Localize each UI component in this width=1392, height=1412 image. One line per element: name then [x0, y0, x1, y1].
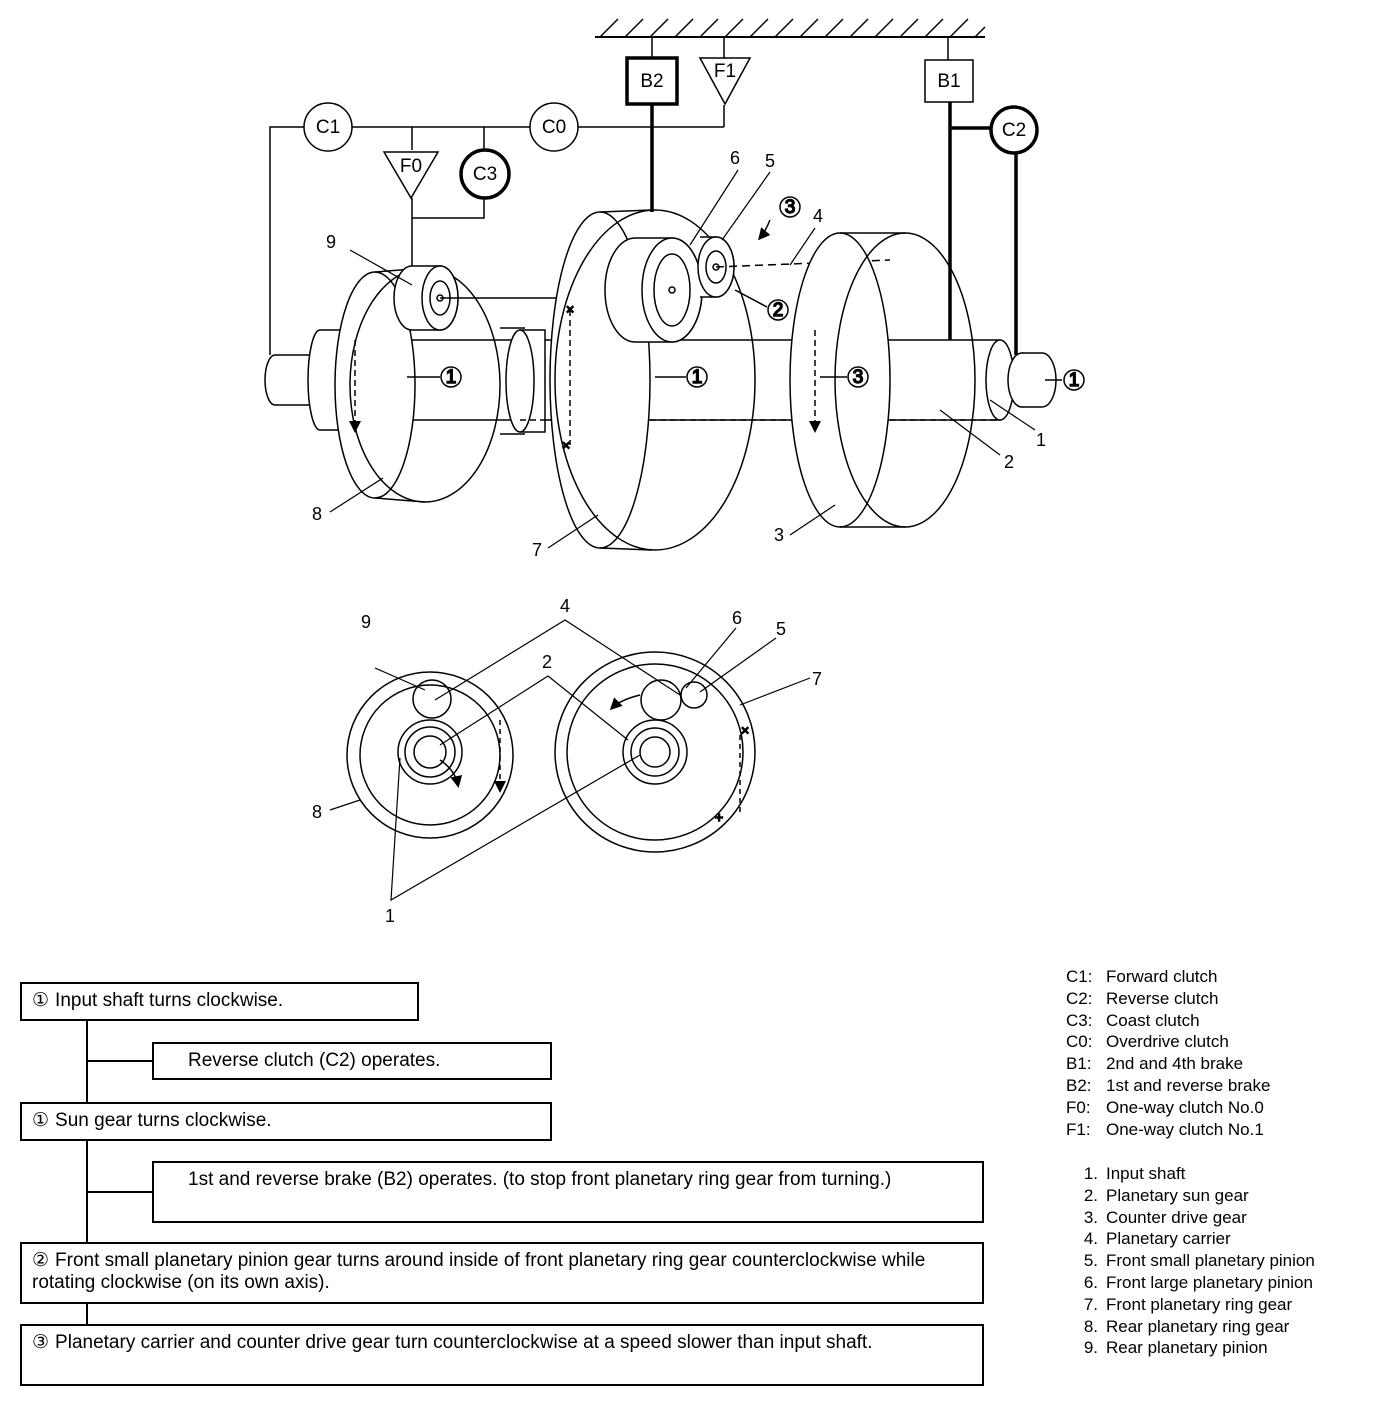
c0-clutch: C0	[529, 102, 579, 152]
legend-row: C1:Forward clutch	[1066, 967, 1218, 986]
flow-branch-1	[86, 1060, 153, 1062]
legend-row: 5.Front small planetary pinion	[1083, 1251, 1315, 1271]
step-text: Input shaft turns clockwise.	[55, 990, 284, 1011]
callout-4-top: 4	[813, 206, 823, 226]
c1-clutch: C1	[303, 102, 353, 152]
callout-1-top: 1	[1036, 430, 1046, 450]
heavy-lines	[650, 98, 1018, 355]
callout-9-top: 9	[326, 232, 336, 252]
svg-text:×: ×	[562, 437, 570, 453]
legend-row: C3:Coast clutch	[1066, 1010, 1200, 1030]
flow-note-brake-b2: 1st and reverse brake (B2) operates. (to…	[152, 1161, 984, 1223]
callout-8-end: 8	[312, 802, 322, 822]
c0-label: C0	[542, 117, 566, 138]
legend-row: C0:Overdrive clutch	[1066, 1032, 1229, 1052]
callouts-top: 9 6 5 4 1 2 3 7 8	[312, 148, 1046, 560]
legend-clutches: C1:Forward clutch C2:Reverse clutch C3:C…	[1066, 966, 1270, 1140]
flow-connector-3	[86, 1302, 88, 1326]
legend-row: B1:2nd and 4th brake	[1066, 1054, 1244, 1074]
svg-text:+: +	[715, 809, 723, 825]
legend-row: F1:One-way clutch No.1	[1066, 1119, 1264, 1139]
legend-row: B2:1st and reverse brake	[1066, 1075, 1271, 1095]
legend-row: C2:Reverse clutch	[1066, 988, 1219, 1008]
f0-one-way-clutch: F0	[382, 151, 440, 200]
callout-6-end: 6	[732, 608, 742, 628]
legend-row: 1.Input shaft	[1083, 1164, 1186, 1183]
flow-note-reverse-clutch: Reverse clutch (C2) operates.	[152, 1042, 552, 1080]
svg-text:×: ×	[566, 301, 574, 317]
b1-brake: B1	[924, 59, 974, 103]
b2-label: B2	[640, 71, 663, 92]
marker-3b: 3	[785, 197, 796, 218]
note-text: 1st and reverse brake (B2) operates. (to…	[188, 1169, 892, 1190]
step-number: ①	[32, 990, 50, 1011]
callout-2-end: 2	[542, 652, 552, 672]
callout-3-top: 3	[774, 525, 784, 545]
legend-row: 2.Planetary sun gear	[1083, 1185, 1249, 1205]
c1-label: C1	[316, 117, 340, 138]
flow-branch-2	[86, 1191, 153, 1193]
rear-pinion	[393, 265, 575, 331]
step-text: Planetary carrier and counter drive gear…	[55, 1332, 873, 1353]
legend-row: 9.Rear planetary pinion	[1083, 1338, 1268, 1358]
callout-2-top: 2	[1004, 452, 1014, 472]
counter-drive-gear	[789, 232, 976, 528]
marker-1a: 1	[446, 367, 457, 388]
step-text: Front small planetary pinion gear turns …	[32, 1250, 926, 1293]
callout-leaders-end	[329, 619, 811, 902]
connection-lines	[269, 37, 949, 355]
note-text: Reverse clutch (C2) operates.	[188, 1050, 441, 1071]
callout-8-top: 8	[312, 504, 322, 524]
housing-ground	[595, 18, 986, 38]
legend-row: F0:One-way clutch No.0	[1066, 1097, 1264, 1117]
front-pinions	[604, 236, 891, 343]
c2-label: C2	[1002, 120, 1026, 141]
callout-leaders-top	[329, 169, 1036, 549]
legend-parts: 1.Input shaft 2.Planetary sun gear 3.Cou…	[1066, 1163, 1315, 1359]
f1-label: F1	[714, 61, 736, 82]
c3-clutch: C3	[459, 148, 511, 200]
callout-5-top: 5	[765, 151, 775, 171]
b1-label: B1	[937, 71, 960, 92]
legend-row: 3.Counter drive gear	[1083, 1207, 1247, 1227]
callout-4-end: 4	[560, 596, 570, 616]
legend-row: 8.Rear planetary ring gear	[1083, 1316, 1290, 1336]
svg-text:×: ×	[741, 722, 749, 738]
callout-1-end: 1	[385, 906, 395, 926]
marker-2a: 2	[773, 300, 784, 321]
callout-6-top: 6	[730, 148, 740, 168]
callout-7-end: 7	[812, 669, 822, 689]
callouts-end: 4 2 9 6 5 7 8 1	[312, 596, 822, 926]
c3-label: C3	[473, 164, 497, 185]
marker-3a: 3	[853, 367, 864, 388]
motion-markers-top: 1 1 3 1 2 3	[407, 196, 1085, 392]
f0-label: F0	[400, 156, 422, 177]
end-view-front: × +	[554, 651, 756, 853]
callout-9-end: 9	[361, 612, 371, 632]
marker-1c: 1	[1069, 370, 1080, 391]
end-view-rear	[346, 671, 514, 839]
legend-row: 7.Front planetary ring gear	[1083, 1294, 1293, 1314]
callout-7-top: 7	[532, 540, 542, 560]
step-number: ③	[32, 1332, 50, 1353]
c2-clutch: C2	[989, 105, 1039, 155]
f1-one-way-clutch: F1	[698, 57, 752, 106]
step-text: Sun gear turns clockwise.	[55, 1110, 272, 1131]
step-number: ②	[32, 1250, 50, 1271]
step-number: ①	[32, 1110, 50, 1131]
b2-brake: B2	[625, 56, 679, 106]
callout-5-end: 5	[776, 619, 786, 639]
legend-row: 4.Planetary carrier	[1083, 1229, 1231, 1249]
legend-row: 6.Front large planetary pinion	[1083, 1272, 1313, 1292]
marker-1b: 1	[692, 367, 703, 388]
